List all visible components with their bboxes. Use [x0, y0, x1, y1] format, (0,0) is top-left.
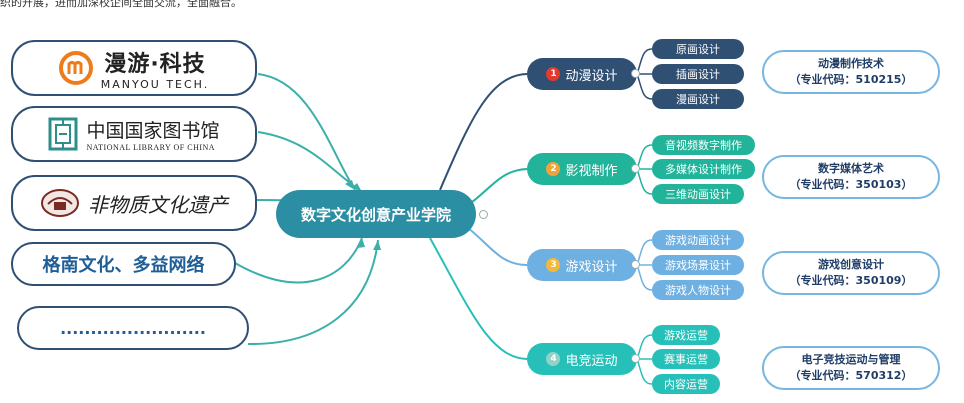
link-branch-4 [429, 237, 528, 360]
branch-label: 游戏设计 [565, 259, 618, 275]
sub-node[interactable]: 游戏动画设计 [652, 230, 744, 250]
branch-label: 影视制作 [565, 163, 618, 179]
arrow-4 [357, 238, 365, 248]
link-partner-1 [257, 73, 356, 191]
manyou-logo: 漫游·科技 MANYOU TECH. [58, 46, 210, 91]
center-node[interactable]: 数字文化创意产业学院 [276, 190, 476, 238]
branch-label: 动漫设计 [565, 68, 618, 84]
partner-node-national-library[interactable]: 中国国家图书馆 NATIONAL LIBRARY OF CHINA [11, 106, 257, 162]
number-badge: 4 [546, 352, 561, 366]
major-card-animation[interactable]: 动漫制作技术 （专业代码：510215） [762, 50, 940, 94]
sub-node[interactable]: 赛事运营 [652, 349, 720, 369]
sub-node[interactable]: 多媒体设计制作 [652, 159, 755, 179]
sub-node[interactable]: 游戏场景设计 [652, 255, 744, 275]
major-card-digital-media[interactable]: 数字媒体艺术 （专业代码：350103） [762, 155, 940, 199]
number-badge: 3 [546, 258, 561, 272]
collapse-toggle-branch-3[interactable] [631, 260, 640, 269]
partner-name: 非物质文化遗产 [88, 192, 228, 217]
partner-node-manyou[interactable]: 漫游·科技 MANYOU TECH. [11, 40, 257, 96]
partner-subtitle: NATIONAL LIBRARY OF CHINA [86, 143, 216, 152]
number-badge: 2 [546, 162, 561, 176]
partner-node-genan-duoyi[interactable]: 格南文化、多益网络 [11, 242, 236, 286]
link-sub-3-3 [636, 264, 653, 291]
major-card-game-creative[interactable]: 游戏创意设计 （专业代码：350109） [762, 251, 940, 295]
major-code: （专业代码：570312） [789, 369, 913, 382]
link-partner-2 [257, 131, 363, 193]
partner-name: 中国国家图书馆 [86, 120, 220, 142]
link-partner-4 [234, 237, 363, 284]
partner-name: ........................ [60, 318, 206, 338]
collapse-toggle-branch-1[interactable] [631, 69, 640, 78]
branch-node-animation-design[interactable]: 1 动漫设计 [527, 58, 637, 90]
sub-node[interactable]: 三维动画设计 [652, 184, 744, 204]
center-label: 数字文化创意产业学院 [300, 205, 451, 224]
collapse-toggle-branch-4[interactable] [631, 354, 640, 363]
partner-name: 格南文化、多益网络 [42, 255, 205, 276]
sub-node[interactable]: 漫画设计 [652, 89, 744, 109]
sub-node[interactable]: 内容运营 [652, 374, 720, 394]
sub-node[interactable]: 游戏运营 [652, 325, 720, 345]
partner-name: 漫游·科技 [104, 51, 206, 77]
arrow-5 [373, 240, 381, 250]
link-partner-5 [247, 239, 379, 346]
partner-node-intangible-heritage[interactable]: 非物质文化遗产 [11, 175, 257, 231]
collapse-toggle-center[interactable] [479, 210, 488, 219]
library-seal-icon [48, 117, 78, 151]
link-sub-2-3 [636, 168, 653, 195]
link-sub-4-3 [636, 358, 653, 385]
branch-node-game-design[interactable]: 3 游戏设计 [527, 249, 637, 281]
branch-node-esports[interactable]: 4 电竞运动 [527, 343, 637, 375]
heritage-emblem-icon [41, 189, 79, 217]
link-branch-2 [467, 168, 528, 206]
branch-label: 电竞运动 [565, 353, 618, 369]
sub-node[interactable]: 原画设计 [652, 39, 744, 59]
branch-node-film-production[interactable]: 2 影视制作 [527, 153, 637, 185]
link-branch-1 [439, 73, 528, 191]
manyou-m-icon [58, 51, 93, 85]
major-code: （专业代码：510215） [789, 73, 913, 86]
arrow-2 [352, 183, 362, 192]
major-card-esports[interactable]: 电子竞技运动与管理 （专业代码：570312） [762, 346, 940, 390]
major-name: 动漫制作技术 [818, 57, 884, 70]
partner-node-more[interactable]: ........................ [17, 306, 249, 350]
major-name: 游戏创意设计 [818, 258, 884, 271]
sub-node[interactable]: 音视频数字制作 [652, 135, 755, 155]
partner-subtitle: MANYOU TECH. [100, 77, 210, 91]
intro-text-fragment: 织的开展，进而加深校企间全面交流，全面融合。 [0, 0, 242, 9]
major-code: （专业代码：350109） [789, 274, 913, 287]
sub-node[interactable]: 插画设计 [652, 64, 744, 84]
major-code: （专业代码：350103） [789, 178, 913, 191]
link-sub-1-3 [636, 73, 653, 100]
number-badge: 1 [546, 67, 561, 81]
major-name: 数字媒体艺术 [818, 162, 884, 175]
sub-node[interactable]: 游戏人物设计 [652, 280, 744, 300]
major-name: 电子竞技运动与管理 [801, 353, 901, 366]
link-branch-3 [467, 227, 528, 266]
collapse-toggle-branch-2[interactable] [631, 164, 640, 173]
